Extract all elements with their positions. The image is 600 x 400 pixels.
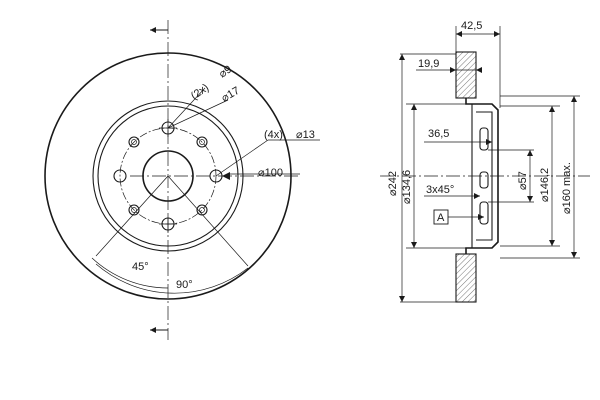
pin-dia-label: ⌀9 (217, 63, 234, 80)
hole-dia-label: ⌀13 (296, 129, 315, 141)
friction-ring-bottom-section (455, 253, 477, 303)
hub-outer-profile (465, 98, 499, 254)
section-marker-bottom (150, 327, 168, 333)
angle-90-ray (167, 175, 249, 267)
friction-ring-top-section (455, 51, 477, 99)
total-thickness-label: 42,5 (461, 20, 482, 32)
pin-hole-upper-right (196, 136, 208, 148)
dia-146-2-label: ⌀146,2 (539, 168, 551, 202)
hat-outer-edge (97, 105, 239, 247)
pcd-dia-label: ⌀100 (258, 167, 283, 179)
hub-section-hole-upper (479, 127, 489, 151)
section-marker-top (150, 27, 168, 33)
pin-bore-dia-label: ⌀17 (220, 85, 242, 105)
angle-45-label: 45° (132, 261, 149, 273)
hub-depth-label: 36,5 (428, 128, 449, 140)
chamfer-label: 3x45° (426, 184, 454, 196)
pin-bore-leader-line (167, 99, 229, 129)
disc-outer-edge (44, 52, 292, 300)
dia-160-label: ⌀160 max. (561, 162, 573, 214)
dia-57-label: ⌀57 (517, 171, 529, 190)
pin-hole-lower-right (196, 204, 208, 216)
pin-hole-lower-left (128, 204, 140, 216)
holes-leader-line (215, 139, 269, 177)
disc-thickness-label: 19,9 (418, 58, 439, 70)
hub-section-hole-center (479, 171, 489, 189)
angle-45-arc (91, 257, 169, 289)
pin-leader-line (167, 87, 206, 129)
bolt-hole-bottom (159, 215, 177, 233)
hub-face (476, 111, 493, 241)
pin-hole-upper-left (128, 136, 140, 148)
bolt-hole-left (113, 169, 127, 183)
friction-ring-inner-edge (92, 100, 244, 252)
angle-90-label: 90° (176, 279, 193, 291)
dia-242-label: ⌀242 (387, 171, 399, 196)
angle-90-arc (95, 263, 249, 294)
dia-134-6-label: ⌀134,6 (401, 170, 413, 204)
datum-a-label: A (437, 212, 445, 224)
angle-45-ray (95, 175, 169, 257)
hole-count-label: (4x) (264, 129, 283, 141)
pin-count-label: (2x) (189, 82, 211, 103)
hub-section-hole-lower (479, 201, 489, 225)
side-view: 42,5 19,9 36,5 3x45° A ⌀242 ⌀134,6 ⌀57 (380, 20, 590, 303)
front-view: (2x) ⌀9 ⌀17 (4x) ⌀13 ⌀100 45° 90° (44, 20, 320, 340)
center-bore (142, 150, 194, 202)
